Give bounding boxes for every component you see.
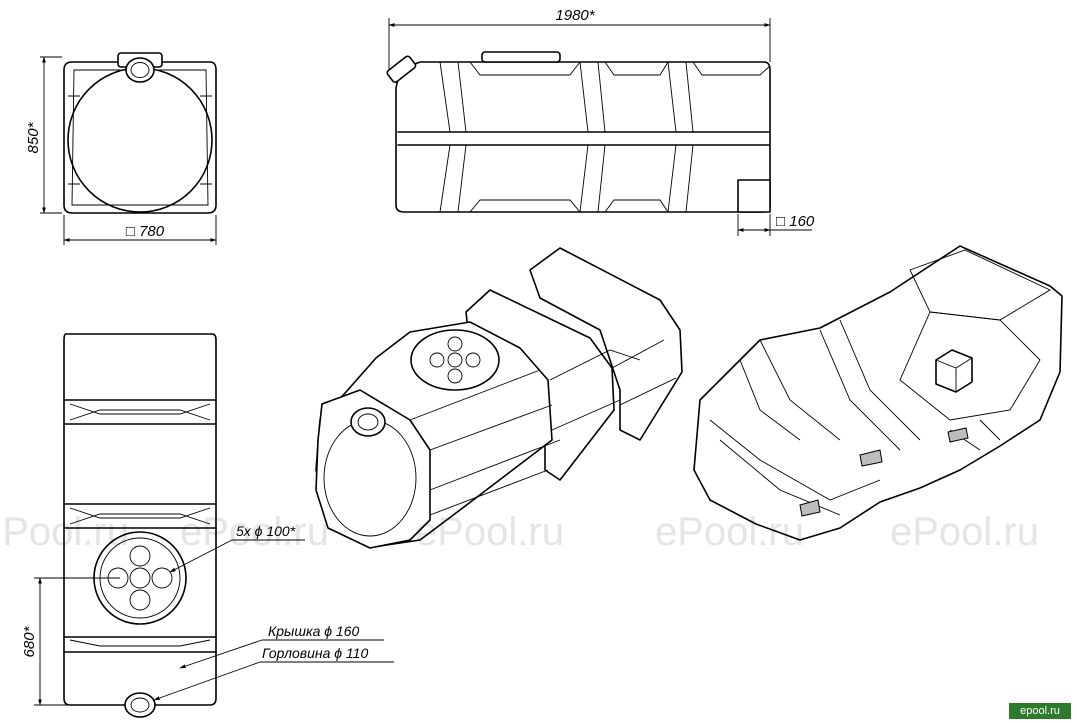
top-view-neck (124, 692, 156, 718)
vents-label: 5x ϕ 100* (236, 523, 296, 539)
watermark-text: ePool.ru (180, 510, 329, 554)
lid-callout: Крышка ϕ 160 (179, 623, 384, 669)
length-dimension: 1980* (388, 7, 771, 70)
watermark-text: ePool.ru (415, 510, 564, 554)
front-neck (125, 57, 155, 83)
outlet-label: □ 160 (776, 213, 815, 230)
watermark-text: ePool.ru (655, 510, 804, 554)
outlet-dimension: □ 160 (737, 213, 815, 236)
front-view (63, 52, 217, 214)
top-view (63, 333, 217, 718)
watermark-text: ePool.ru (890, 510, 1039, 554)
width-label: □ 780 (126, 223, 165, 240)
watermarks: ePool.ru ePool.ru ePool.ru ePool.ru ePoo… (0, 510, 1039, 554)
neck-callout: Горловина ϕ 110 (153, 645, 394, 701)
watermark-text: ePool.ru (0, 510, 129, 554)
isometric-view-front (315, 247, 683, 549)
width-dimension: □ 780 (63, 215, 217, 245)
neck-label: Горловина ϕ 110 (262, 645, 368, 661)
length-label: 1980* (555, 7, 595, 24)
vents-callout: 5x ϕ 100* (169, 523, 305, 573)
side-view (386, 51, 771, 213)
height-label: 850* (25, 121, 42, 153)
neck-height-dimension: 680* (21, 577, 125, 706)
neck-height-label: 680* (21, 625, 38, 657)
brand-badge: epool.ru (1009, 703, 1071, 719)
lid-label: Крышка ϕ 160 (268, 623, 359, 639)
height-dimension: 850* (25, 56, 62, 214)
isometric-view-rear (693, 245, 1063, 541)
